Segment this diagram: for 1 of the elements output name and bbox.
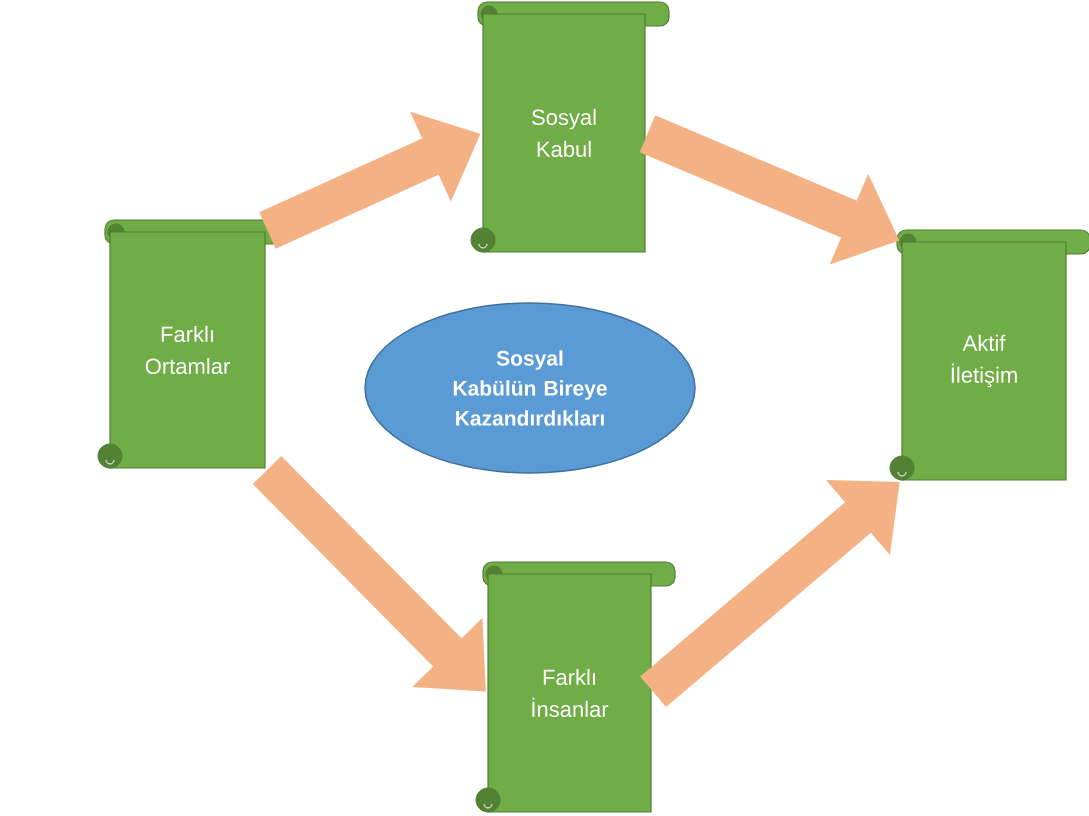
oval: Sosyal Kabülün Bireye Kazandırdıkları <box>364 302 696 474</box>
